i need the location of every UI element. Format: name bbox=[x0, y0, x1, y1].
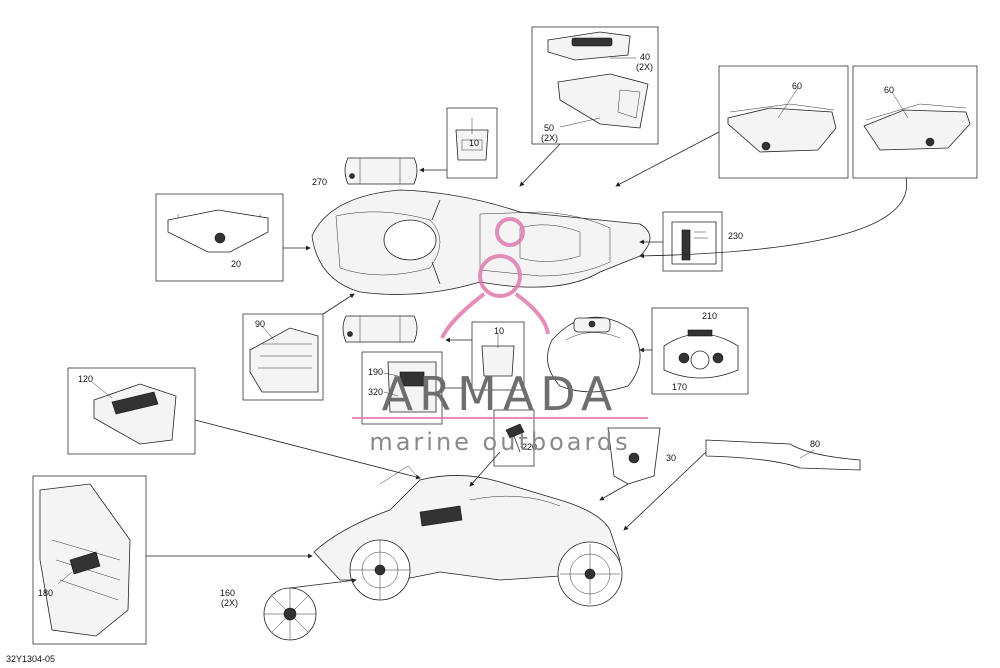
callout-230: 230 bbox=[728, 231, 743, 241]
callout-80: 80 bbox=[810, 439, 820, 449]
leader-lines bbox=[146, 131, 908, 589]
detail-box-rear-trunk-left bbox=[718, 65, 849, 179]
panel-part-30 bbox=[607, 427, 661, 485]
callout-180: 180 bbox=[38, 588, 53, 598]
callout-160: 160 bbox=[220, 588, 235, 598]
callout-20: 20 bbox=[231, 259, 241, 269]
watermark-logo bbox=[352, 217, 648, 419]
watermark-logo-center bbox=[478, 254, 522, 298]
callout-220: 220 bbox=[522, 442, 537, 452]
callout-30: 30 bbox=[666, 453, 676, 463]
callout-10-top: 10 bbox=[469, 138, 479, 148]
callout-160-qty: (2X) bbox=[221, 598, 238, 608]
callout-210: 210 bbox=[702, 311, 717, 321]
vehicle-top-view bbox=[311, 189, 651, 295]
detail-box-fuel-cap-top bbox=[446, 107, 498, 179]
detail-box-front-fascia bbox=[155, 193, 284, 282]
callout-190: 190 bbox=[368, 367, 383, 377]
detail-box-glovebox-90 bbox=[242, 313, 324, 401]
detail-box-rear-trunk-right bbox=[852, 65, 978, 179]
fuel-cap-part-bottom bbox=[342, 315, 418, 343]
callout-90: 90 bbox=[255, 319, 265, 329]
vehicle-side-view bbox=[313, 465, 623, 607]
callouts: 40 (2X) 50 (2X) 60 60 10 270 20 230 90 1… bbox=[6, 52, 894, 664]
callout-120: 120 bbox=[78, 374, 93, 384]
gauge-cluster-part bbox=[547, 316, 641, 393]
watermark-brand: ARMADA bbox=[382, 367, 619, 421]
detail-box-front-180 bbox=[32, 475, 147, 645]
detail-box-gauge-210-170 bbox=[651, 307, 749, 395]
callout-40-qty: (2X) bbox=[636, 62, 653, 72]
callout-10-bottom: 10 bbox=[494, 326, 504, 336]
detail-box-label-230 bbox=[662, 211, 723, 272]
wheel-hub-160 bbox=[263, 587, 317, 641]
callout-270: 270 bbox=[312, 177, 327, 187]
trim-strip-80 bbox=[705, 439, 861, 471]
callout-50-qty: (2X) bbox=[541, 133, 558, 143]
key-part-220 bbox=[493, 409, 535, 467]
callout-320: 320 bbox=[368, 387, 383, 397]
figure-id: 32Y1304-05 bbox=[6, 654, 55, 664]
callout-170: 170 bbox=[672, 382, 687, 392]
watermark-tagline: marine outboards bbox=[369, 428, 630, 456]
callout-50: 50 bbox=[544, 123, 554, 133]
fuel-cap-part-top bbox=[344, 157, 418, 185]
detail-box-vent-120 bbox=[67, 367, 196, 455]
detail-box-fuel-cap-bottom bbox=[471, 321, 525, 391]
callout-40: 40 bbox=[640, 52, 650, 62]
callout-60-left: 60 bbox=[792, 81, 802, 91]
callout-60-right: 60 bbox=[884, 85, 894, 95]
detail-box-side-panels bbox=[531, 26, 659, 145]
